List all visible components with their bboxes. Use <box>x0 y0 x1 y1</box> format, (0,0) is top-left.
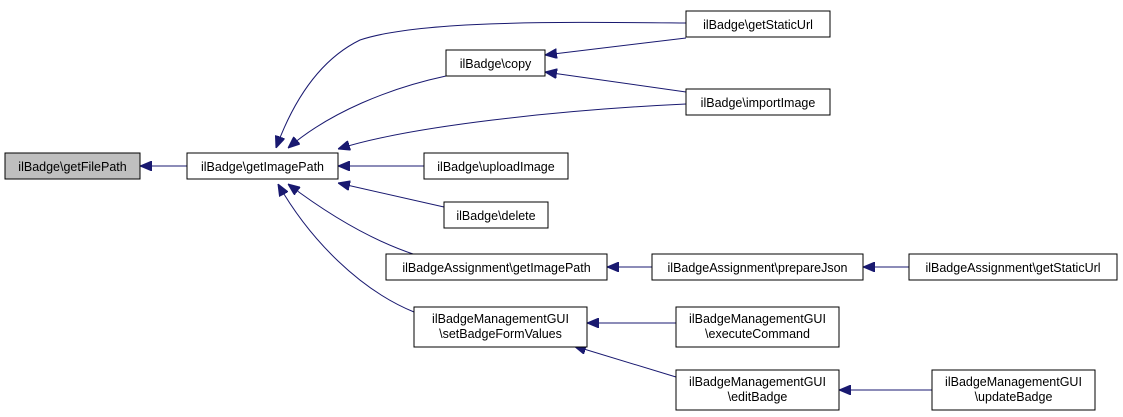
node-setBadgeFormValues[interactable]: ilBadgeManagementGUI \setBadgeFormValues <box>413 306 588 348</box>
node-box <box>186 152 339 180</box>
node-label: ilBadge\uploadImage <box>437 160 554 174</box>
node-assignGetStaticUrl[interactable]: ilBadgeAssignment\getStaticUrl <box>908 253 1118 281</box>
node-label-line1: ilBadgeManagementGUI <box>432 312 569 326</box>
node-label-line2: \setBadgeFormValues <box>439 327 562 341</box>
node-label: ilBadgeAssignment\getStaticUrl <box>925 261 1100 275</box>
node-label-line2: \executeCommand <box>705 327 810 341</box>
node-label-line2: \updateBadge <box>975 390 1053 404</box>
node-box <box>685 10 831 38</box>
node-uploadImage[interactable]: ilBadge\uploadImage <box>423 152 569 180</box>
node-copy[interactable]: ilBadge\copy <box>445 49 546 77</box>
node-delete[interactable]: ilBadge\delete <box>443 201 549 229</box>
node-box <box>685 88 831 116</box>
node-label-line1: ilBadgeManagementGUI <box>689 312 826 326</box>
edges <box>140 21 932 390</box>
node-getStaticUrl[interactable]: ilBadge\getStaticUrl <box>685 10 831 38</box>
node-assignGetImagePath[interactable]: ilBadgeAssignment\getImagePath <box>385 253 608 281</box>
node-box <box>4 152 141 180</box>
node-label: ilBadge\getImagePath <box>201 160 324 174</box>
node-label: ilBadgeAssignment\getImagePath <box>402 261 590 275</box>
node-box <box>385 253 608 281</box>
node-label: ilBadge\copy <box>460 57 532 71</box>
node-getImagePath[interactable]: ilBadge\getImagePath <box>186 152 339 180</box>
node-box <box>675 306 840 348</box>
node-box <box>675 369 840 411</box>
node-label: ilBadgeAssignment\prepareJson <box>668 261 848 275</box>
node-importImage[interactable]: ilBadge\importImage <box>685 88 831 116</box>
node-updateBadge[interactable]: ilBadgeManagementGUI \updateBadge <box>931 369 1096 411</box>
edge-copy-to-getImagePath <box>288 75 447 148</box>
node-label-line1: ilBadgeManagementGUI <box>945 375 1082 389</box>
edge-importImage-to-getImagePath <box>338 103 687 149</box>
edge-editBadge-to-setBadgeFormValues <box>574 346 677 378</box>
node-box <box>651 253 864 281</box>
node-editBadge[interactable]: ilBadgeManagementGUI \editBadge <box>675 369 840 411</box>
edge-delete-to-getImagePath <box>338 183 445 208</box>
node-label-line2: \editBadge <box>728 390 788 404</box>
nodes: ilBadge\getFilePath ilBadge\getImagePath… <box>4 10 1118 411</box>
node-box <box>445 49 546 77</box>
node-label: ilBadge\importImage <box>701 96 816 110</box>
edge-importImage-to-copy <box>545 72 687 93</box>
node-label: ilBadge\getStaticUrl <box>703 18 813 32</box>
edge-getStaticUrl-to-copy <box>545 37 687 55</box>
edge-setBadgeFormValues-to-getImagePath <box>278 184 415 313</box>
node-box <box>443 201 549 229</box>
node-label-line1: ilBadgeManagementGUI <box>689 375 826 389</box>
node-box <box>908 253 1118 281</box>
node-label: ilBadge\delete <box>456 209 535 223</box>
node-label: ilBadge\getFilePath <box>18 160 126 174</box>
node-getFilePath[interactable]: ilBadge\getFilePath <box>4 152 141 180</box>
node-prepareJson[interactable]: ilBadgeAssignment\prepareJson <box>651 253 864 281</box>
node-box <box>931 369 1096 411</box>
node-executeCommand[interactable]: ilBadgeManagementGUI \executeCommand <box>675 306 840 348</box>
edge-assignGetImagePath-to-getImagePath <box>288 184 417 256</box>
node-box <box>413 306 588 348</box>
edge-getStaticUrl-to-getImagePath <box>276 21 687 148</box>
node-box <box>423 152 569 180</box>
